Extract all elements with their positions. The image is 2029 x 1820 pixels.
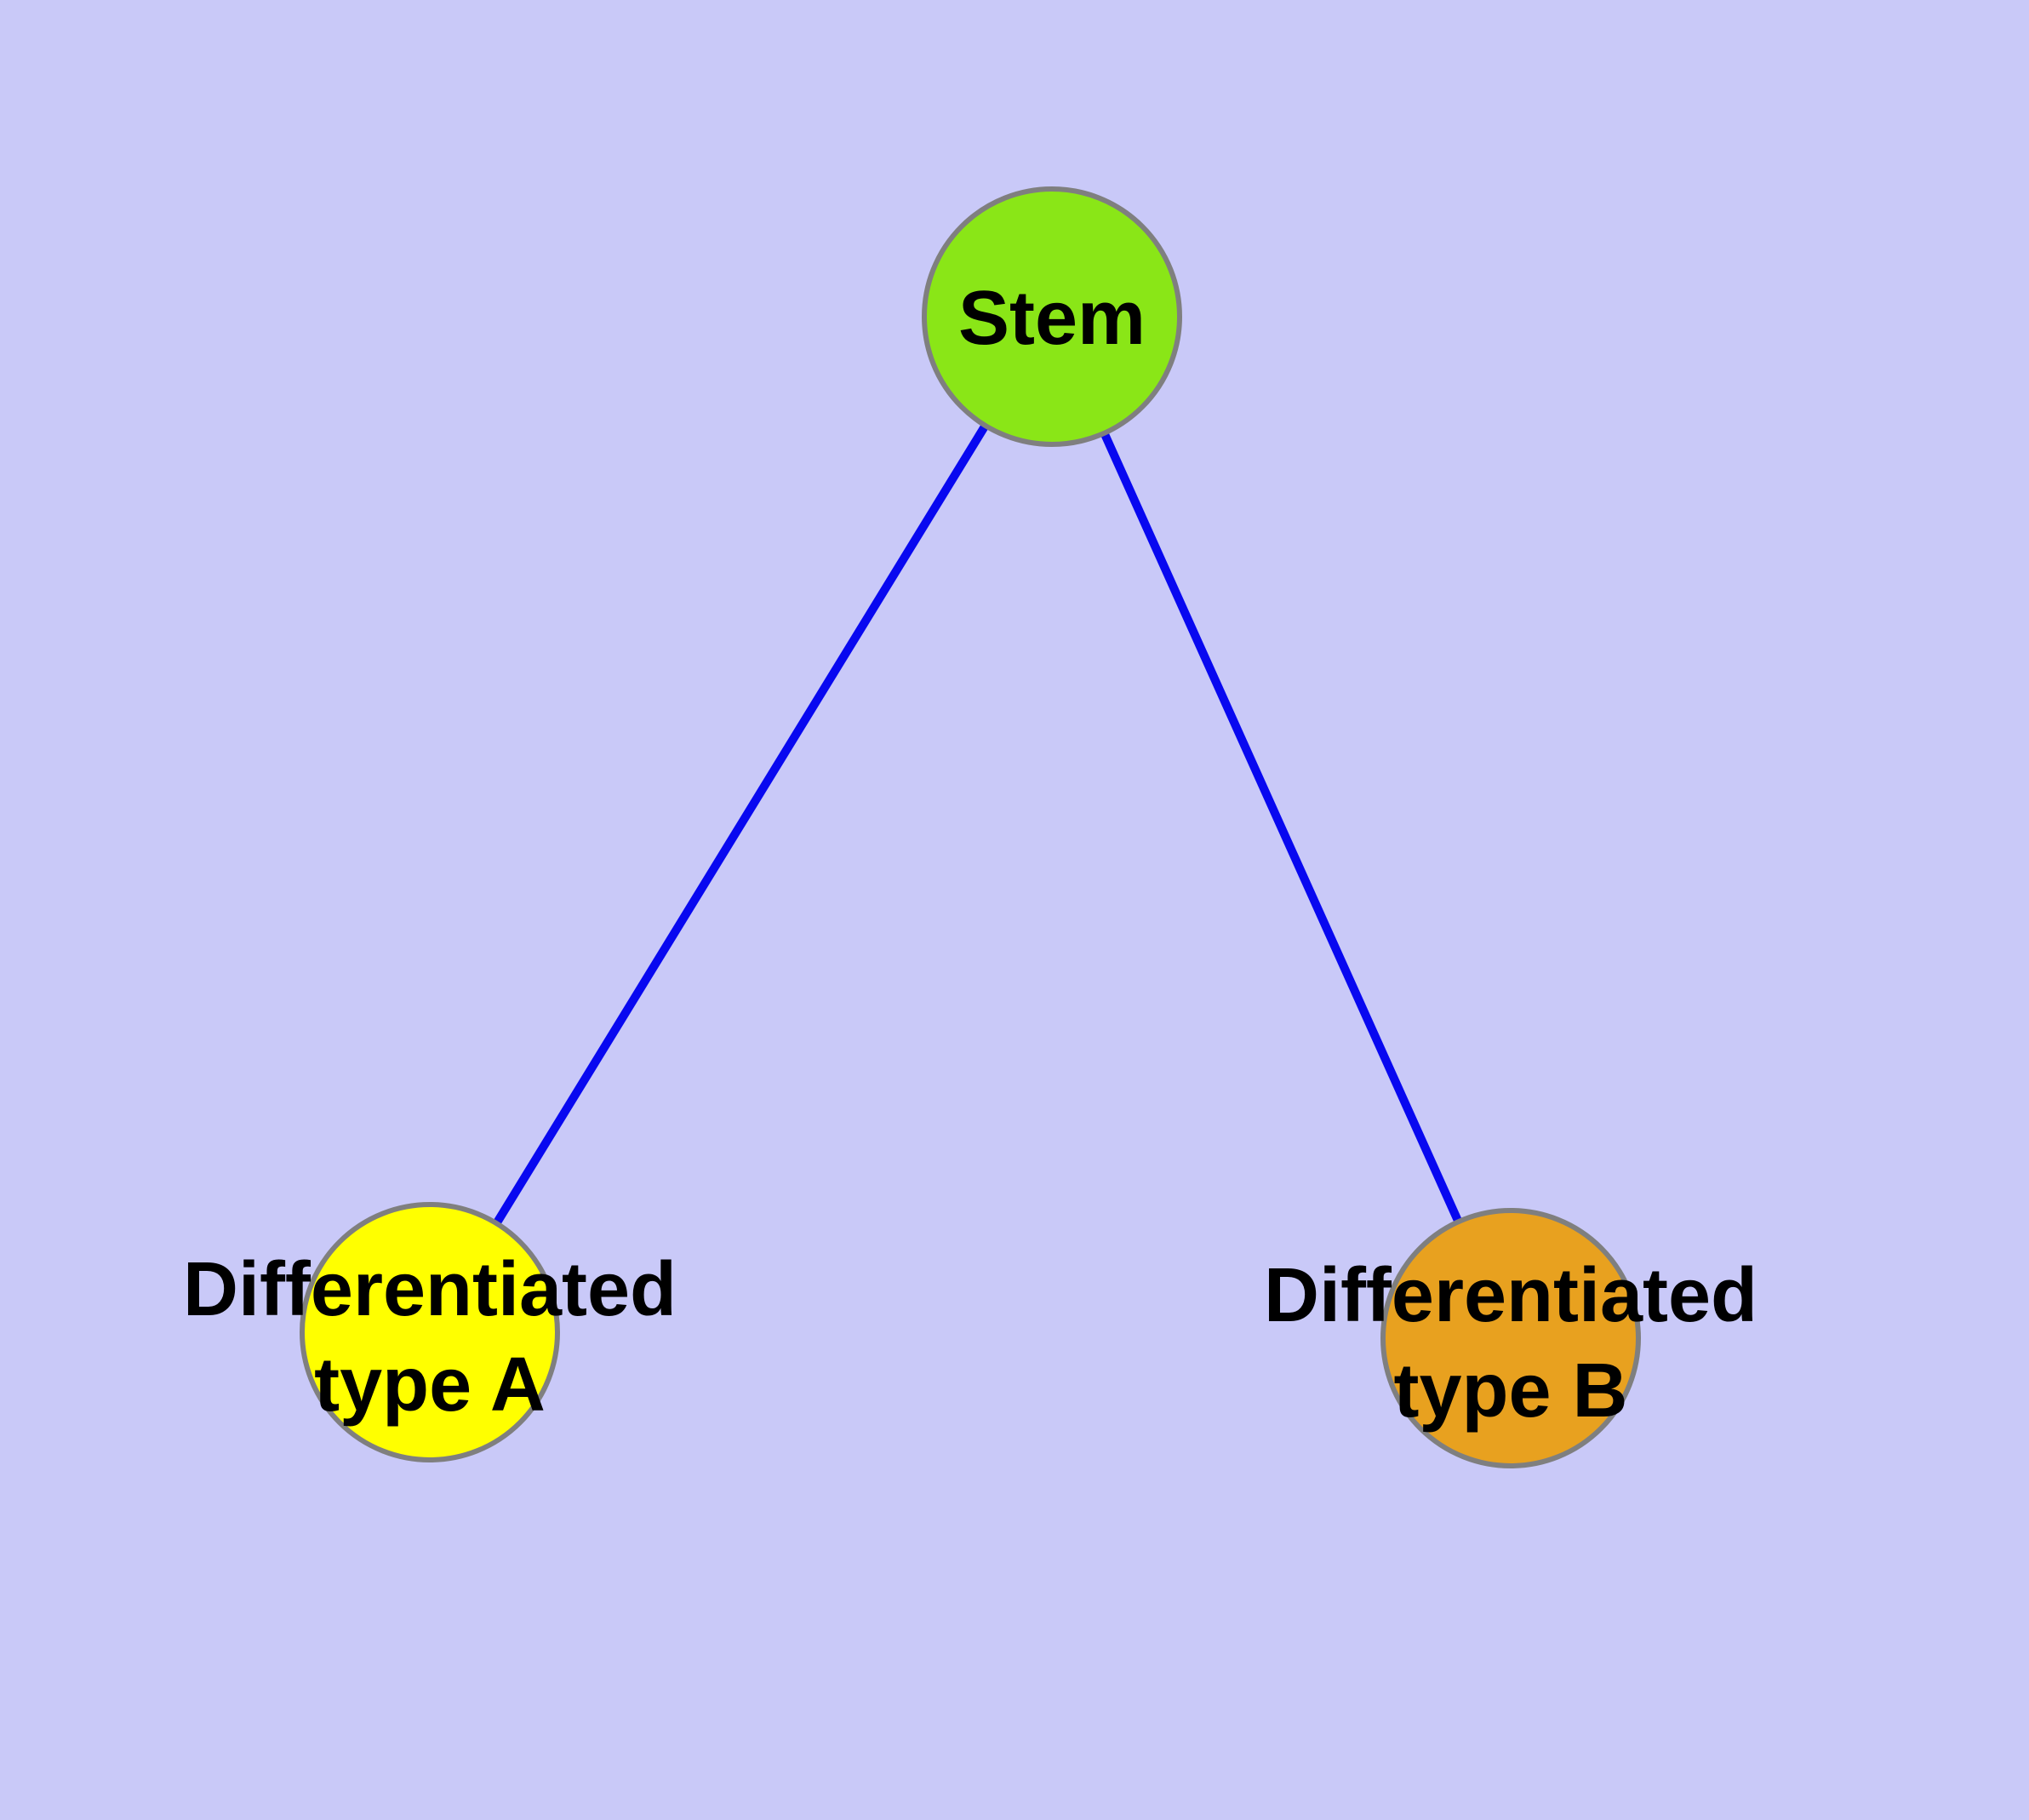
- node-differentiated-type-b: [1380, 1208, 1641, 1468]
- node-differentiated-type-a-label-line1: Differentiated: [183, 1247, 677, 1332]
- edge-stem-to-type-b: [1048, 314, 1515, 1341]
- edge-stem-to-type-a: [426, 314, 1056, 1335]
- node-differentiated-type-a: [300, 1202, 560, 1462]
- node-differentiated-type-a-label-line2: type A: [314, 1342, 546, 1428]
- node-stem: [922, 186, 1182, 447]
- node-differentiated-type-b-label-line2: type B: [1393, 1348, 1627, 1434]
- node-stem-label: Stem: [958, 276, 1146, 361]
- node-differentiated-type-b-label-line1: Differentiated: [1264, 1253, 1758, 1338]
